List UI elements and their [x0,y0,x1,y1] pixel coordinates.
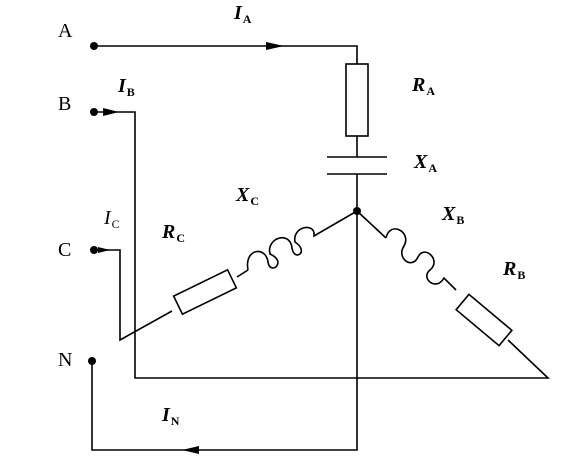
resistor-rb [454,293,514,347]
wire-rc-xc [236,269,249,278]
current-in-label: IN [162,404,180,428]
inductor-xc [246,210,358,271]
current-ia-label: IA [234,2,252,26]
wire-line-a [94,45,358,64]
arrow-current-c [98,247,110,253]
wire-line-b [94,111,551,379]
terminal-n-label: N [58,349,73,371]
label-rb: RB [503,258,526,282]
label-xa: XA [414,151,438,175]
label-ra: RA [412,74,436,98]
current-ib-label: IB [118,75,135,99]
wire-star-xb [356,210,387,239]
terminal-c-label: C [58,239,72,261]
arrow-current-n [182,446,199,454]
resistor-ra [345,63,369,137]
resistor-rc [172,268,238,316]
label-xb: XB [442,203,465,227]
label-rc: RC [162,221,186,245]
label-xc: XC [236,184,260,208]
terminal-b-label: B [58,93,72,115]
arrow-current-a [266,42,284,50]
terminal-a-label: A [58,20,73,42]
inductor-xb [385,228,457,291]
wire-neutral [91,211,358,451]
wire-line-c [94,249,173,342]
arrow-current-b [103,108,119,116]
current-ic-label: IC [104,207,120,231]
